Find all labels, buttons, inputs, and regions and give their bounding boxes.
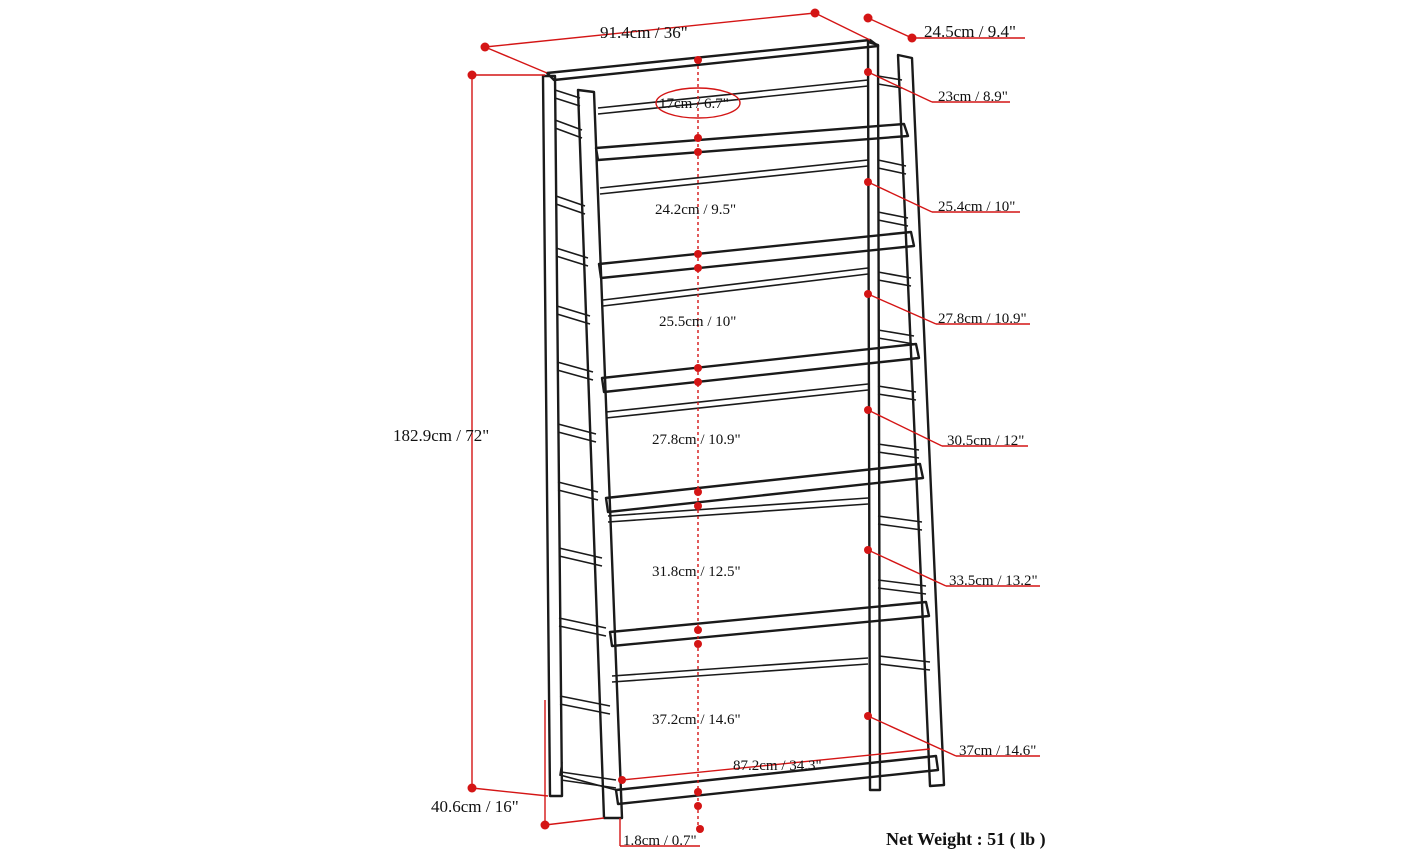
left-front-leg <box>576 88 624 820</box>
clearance-label-3: 25.5cm / 10" <box>659 314 736 330</box>
bottom-shelf-width-label: 87.2cm / 34.3" <box>733 758 822 774</box>
leg-thickness-label: 1.8cm / 0.7" <box>623 833 697 849</box>
shelf-4 <box>604 462 925 514</box>
clearance-label-4: 27.8cm / 10.9" <box>652 432 741 448</box>
top-rail <box>545 38 880 82</box>
depth-label: 24.5cm / 9.4" <box>924 22 1016 41</box>
shelf-depth-label-6: 37cm / 14.6" <box>959 743 1036 759</box>
net-weight-label: Net Weight : 51 ( lb ) <box>886 829 1046 850</box>
shelf-depth-label-3: 27.8cm / 10.9" <box>938 311 1027 327</box>
right-side-rungs <box>877 75 931 671</box>
clearance-label-2: 24.2cm / 9.5" <box>655 202 736 218</box>
clearance-label-1: 17cm / 6.7" <box>659 96 729 112</box>
right-back-post <box>866 40 882 792</box>
shelf-3 <box>600 342 921 394</box>
base-depth-label: 40.6cm / 16" <box>431 797 519 816</box>
shelf-1 <box>594 122 910 162</box>
bookcase-frame <box>541 38 946 820</box>
shelf-depth-label-4: 30.5cm / 12" <box>947 433 1024 449</box>
clearance-label-5: 31.8cm / 12.5" <box>652 564 741 580</box>
right-front-leg <box>896 53 946 788</box>
shelf-2 <box>597 230 916 280</box>
shelf-5 <box>608 600 931 648</box>
first-clearance-highlight <box>655 87 741 119</box>
base-depth-dimension-line <box>544 817 605 826</box>
bottom-shelf-width-line <box>621 748 931 781</box>
back-rails <box>597 79 869 683</box>
shelf-depth-leaders <box>864 68 1040 757</box>
left-back-post <box>541 74 564 798</box>
width-label: 91.4cm / 36" <box>600 23 688 42</box>
height-label: 182.9cm / 72" <box>393 426 489 445</box>
shelves <box>594 122 940 806</box>
base-left <box>559 761 617 791</box>
clearance-label-6: 37.2cm / 14.6" <box>652 712 741 728</box>
shelf-depth-label-5: 33.5cm / 13.2" <box>949 573 1038 589</box>
left-side-rungs <box>554 89 617 789</box>
shelf-depth-label-2: 25.4cm / 10" <box>938 199 1015 215</box>
depth-dimension-line <box>867 17 913 39</box>
shelf-6 <box>614 754 940 806</box>
dimension-labels: 91.4cm / 36" 24.5cm / 9.4" 182.9cm / 72"… <box>393 22 1046 850</box>
dimension-lines <box>467 8 1040 847</box>
width-dimension-line <box>484 12 816 48</box>
shelf-depth-label-1: 23cm / 8.9" <box>938 89 1008 105</box>
